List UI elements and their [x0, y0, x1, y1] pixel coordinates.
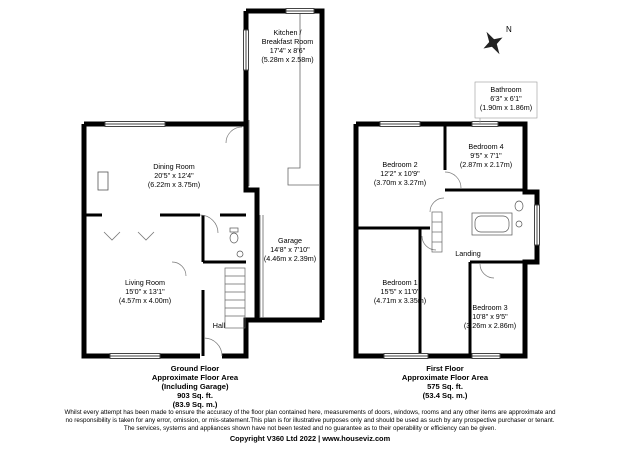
ground-floor-area-caption: Ground Floor Approximate Floor Area (Inc… — [151, 364, 239, 409]
first-floor-windows — [379, 121, 540, 359]
room-label-bedroom3: Bedroom 3 10'8" x 9'5" (3.26m x 2.86m) — [463, 303, 517, 330]
disclaimer-text: Whilst every attempt has been made to en… — [64, 409, 556, 433]
room-label-living: Living Room 15'0" x 13'1" (4.57m x 4.00m… — [118, 278, 172, 305]
first-floor-plan — [353, 81, 540, 359]
copyright-notice: Copyright V360 Ltd 2022 | www.houseviz.c… — [229, 434, 391, 443]
first-floor-area-caption: First Floor Approximate Floor Area 575 S… — [401, 364, 489, 400]
room-label-garage: Garage 14'8" x 7'10" (4.46m x 2.39m) — [263, 236, 317, 263]
ground-floor-wc — [229, 227, 244, 258]
room-label-bathroom: Bathroom 6'3" x 6'1" (1.90m x 1.86m) — [479, 85, 533, 112]
ground-floor-stairs — [224, 267, 246, 329]
room-label-kitchen: Kitchen / Breakfast Room 17'4" x 8'6" (5… — [261, 28, 314, 64]
compass-rose-icon — [483, 31, 503, 55]
kitchen-counter — [248, 14, 319, 186]
compass-north-label: N — [506, 25, 512, 34]
room-label-bedroom2: Bedroom 2 12'2" x 10'9" (3.70m x 3.27m) — [373, 160, 427, 187]
room-label-bedroom1: Bedroom 1 15'5" x 11'0" (4.71m x 3.35m) — [373, 278, 427, 305]
internal-folding-doors — [103, 231, 155, 241]
room-label-hall: Hall — [212, 321, 226, 330]
compass: N — [476, 25, 520, 65]
room-label-dining: Dining Room 20'5" x 12'4" (6.22m x 3.75m… — [147, 162, 201, 189]
garage-door — [259, 215, 264, 318]
room-label-bedroom4: Bedroom 4 9'5" x 7'1" (2.87m x 2.17m) — [459, 142, 513, 169]
first-floor-door-swings — [421, 171, 495, 279]
ground-floor-internal-walls — [84, 213, 246, 356]
ground-floor-windows — [104, 8, 315, 359]
first-floor-stairs — [431, 211, 443, 253]
ground-floor-outer-walls — [81, 8, 325, 359]
bathroom-label-box — [474, 81, 538, 119]
ground-floor-plan — [81, 8, 325, 359]
door-swings — [171, 126, 243, 357]
bathroom-fittings — [471, 200, 524, 236]
room-label-landing: Landing — [455, 249, 481, 258]
fireplace — [97, 171, 109, 191]
first-floor-internal-walls — [356, 124, 525, 356]
